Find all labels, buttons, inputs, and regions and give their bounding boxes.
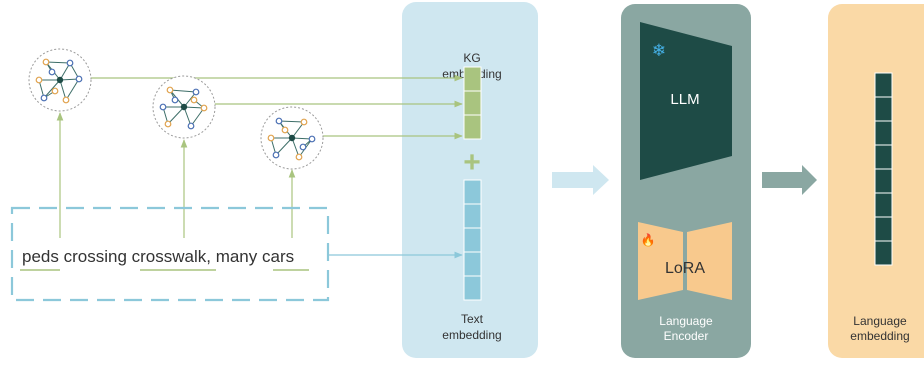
knowledge-graph-1	[28, 48, 92, 112]
snowflake-icon: ❄	[652, 41, 666, 60]
text-embedding-label-line1: Text	[461, 312, 484, 326]
kg-embedding-title-line1: KG	[463, 51, 480, 65]
lora-label: LoRA	[665, 260, 705, 277]
flow-arrow-2	[762, 165, 817, 195]
output-caption-line2: embedding	[850, 329, 909, 343]
input-text: peds crossing crosswalk, many cars	[22, 247, 294, 266]
kg-embedding-vector	[463, 66, 482, 140]
input-segment-2: , many	[206, 247, 262, 266]
language-embedding-vector	[874, 72, 893, 266]
input-segment-1: crossing	[59, 247, 132, 266]
text-embedding-label-line2: embedding	[442, 328, 501, 342]
input-word-cars: cars	[262, 247, 294, 266]
graph-connectors	[56, 74, 463, 238]
llm-block	[640, 22, 732, 180]
output-caption-line1: Language	[853, 314, 907, 328]
flow-arrow-1	[552, 165, 609, 195]
plus-symbol: +	[463, 146, 481, 179]
knowledge-graph-2	[152, 75, 216, 139]
input-text-box	[10, 206, 330, 302]
input-word-peds: peds	[22, 247, 59, 266]
knowledge-graph-3	[260, 106, 324, 170]
lora-block	[638, 222, 732, 300]
encoder-caption-line2: Encoder	[664, 329, 709, 343]
encoder-caption-line1: Language	[659, 314, 713, 328]
llm-label: LLM	[670, 91, 699, 108]
text-embedding-vector	[463, 179, 482, 301]
input-word-crosswalk: crosswalk	[132, 247, 207, 266]
flame-icon: 🔥	[641, 233, 656, 247]
